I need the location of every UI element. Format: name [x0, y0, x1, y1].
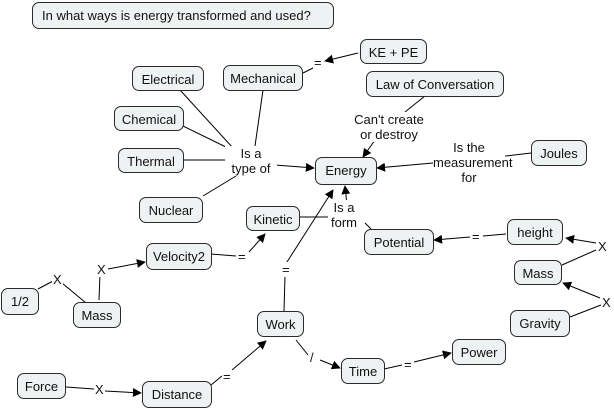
node-work: Work	[257, 311, 304, 337]
line-time-eq	[383, 364, 403, 370]
label-cant-create-line1: Can't create	[354, 112, 424, 127]
label-is-a-type-of-line1: Is a	[240, 146, 262, 161]
label-equals-work-energy: =	[281, 262, 291, 277]
line-law	[404, 95, 426, 113]
label-equals-ke-pe: =	[313, 55, 323, 70]
node-ke-pe: KE + PE	[360, 39, 427, 64]
line-half-x	[37, 280, 54, 290]
line-electrical	[179, 89, 234, 149]
label-x-mass: X	[96, 262, 107, 277]
line-eq-energy	[286, 189, 334, 263]
label-equals-time: =	[403, 357, 413, 372]
line-div-time	[319, 359, 341, 370]
node-kinetic: Kinetic	[246, 206, 300, 231]
node-law-of-conversation: Law of Conversation	[366, 71, 504, 97]
line-eq-power	[413, 350, 452, 363]
label-is-a-form-line2: form	[331, 215, 357, 230]
line-work-eq	[283, 275, 286, 312]
node-power: Power	[452, 339, 506, 365]
label-divide-work: /	[309, 350, 315, 365]
line-mass1-x	[98, 273, 101, 301]
line-x-mass1	[61, 282, 87, 304]
node-velocity2: Velocity2	[146, 243, 212, 270]
label-is-a-type-of: Is a type of	[225, 146, 277, 176]
node-nuclear: Nuclear	[139, 197, 203, 223]
label-cant-create-line2: or destroy	[360, 127, 418, 142]
line-gravity-x	[569, 304, 602, 318]
line-work-div	[295, 339, 309, 356]
line-eq-work	[231, 340, 267, 371]
node-thermal: Thermal	[118, 148, 184, 173]
line-x-vel	[107, 259, 146, 270]
line-typeof-energy	[274, 162, 315, 172]
node-half: 1/2	[1, 288, 39, 315]
line-x-mass2	[562, 281, 601, 299]
node-mass-top: Mass	[514, 260, 562, 285]
node-mechanical: Mechanical	[223, 65, 303, 91]
label-x-half: X	[52, 272, 63, 287]
line-x-distance	[104, 388, 142, 398]
node-distance: Distance	[142, 381, 212, 408]
label-measurement-line2: measurement	[433, 155, 513, 170]
label-is-a-form: Is a form	[328, 200, 360, 230]
line-distance-eq	[210, 375, 223, 386]
line-force-x	[65, 386, 95, 390]
label-equals-potential: =	[471, 229, 481, 244]
node-energy: Energy	[315, 157, 377, 185]
node-time: Time	[341, 358, 385, 384]
label-measurement-line1: Is the	[453, 140, 485, 155]
line-cant-energy	[362, 139, 376, 158]
line-eq-keype	[324, 52, 359, 64]
line-potential-form	[364, 222, 372, 230]
label-equals-distance: =	[222, 369, 232, 384]
line-x-height	[565, 234, 597, 244]
label-is-a-form-line1: Is a	[333, 200, 355, 215]
line-mass2-x	[561, 249, 597, 266]
label-is-a-type-of-line2: type of	[231, 161, 271, 176]
label-x-gravity: X	[601, 295, 612, 310]
node-chemical: Chemical	[114, 106, 184, 131]
node-potential: Potential	[364, 229, 434, 255]
node-force: Force	[17, 373, 66, 399]
label-cant-create: Can't create or destroy	[349, 112, 429, 142]
label-measurement-line3: for	[461, 170, 477, 185]
question-box: In what ways is energy transformed and u…	[32, 2, 334, 29]
node-gravity: Gravity	[510, 310, 570, 337]
line-measure-energy	[376, 162, 434, 172]
node-height: height	[507, 219, 563, 245]
label-equals-velocity: =	[237, 249, 247, 264]
node-joules: Joules	[531, 140, 587, 166]
line-mechanical	[254, 89, 264, 147]
line-height-eq	[482, 233, 507, 237]
node-mass: Mass	[73, 302, 121, 328]
label-x-force: X	[94, 382, 105, 397]
line-nuclear	[202, 175, 237, 197]
line-vel-eq	[210, 253, 237, 257]
node-electrical: Electrical	[132, 66, 204, 91]
line-eq-kinetic	[248, 233, 266, 253]
line-chemical	[182, 125, 233, 151]
label-is-the-measurement-for: Is the measurement for	[433, 140, 513, 185]
label-x-height: X	[597, 239, 608, 254]
line-eq-potential	[433, 234, 471, 244]
